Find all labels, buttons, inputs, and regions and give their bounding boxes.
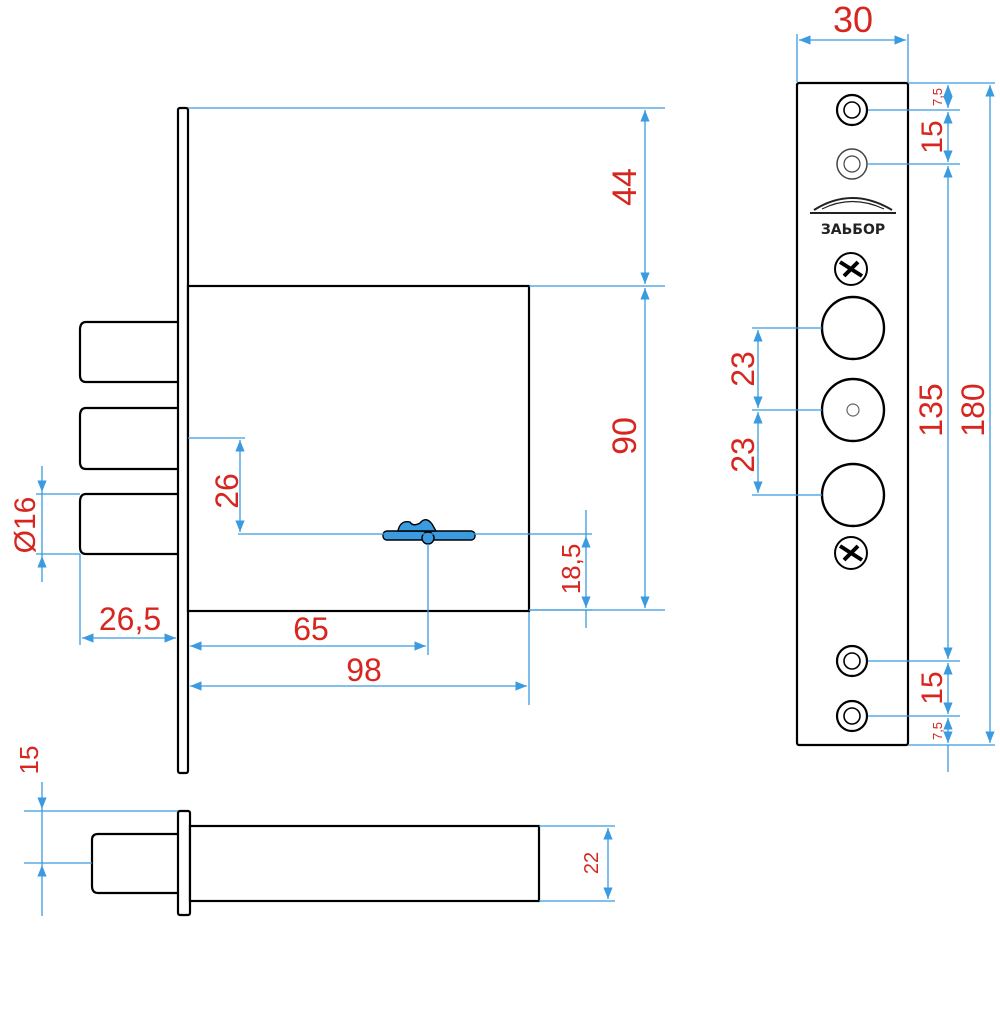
labels: 30 44 90 26 18,5 Ø16 26,5 65 98 15 22 7,… bbox=[9, 0, 991, 874]
label-bolt-span: 135 bbox=[913, 383, 949, 436]
logo-text: ЗАЬБОР bbox=[821, 222, 885, 238]
screw-top bbox=[834, 252, 868, 286]
faceplate-side bbox=[176, 809, 192, 917]
bolt-middle bbox=[78, 406, 178, 471]
label-case-height: 90 bbox=[606, 417, 644, 455]
label-backset: 65 bbox=[293, 611, 329, 647]
label-hole-spacing-bottom: 15 bbox=[916, 671, 949, 704]
label-hole-offset-top: 7,5 bbox=[930, 88, 945, 106]
label-side-thickness: 22 bbox=[581, 852, 603, 874]
label-side-offset: 15 bbox=[14, 746, 44, 775]
label-bolt-projection: 26,5 bbox=[99, 601, 161, 637]
bolt-hole-bottom bbox=[820, 462, 886, 528]
bolt-hole-middle bbox=[820, 377, 886, 443]
side-dimensions bbox=[24, 782, 615, 916]
mount-hole-4 bbox=[835, 699, 869, 733]
label-keyhole-offset: 18,5 bbox=[556, 544, 586, 595]
faceplate-front bbox=[176, 106, 190, 775]
bolt-hole-top bbox=[820, 295, 886, 361]
bolt-bottom bbox=[78, 492, 178, 556]
brand-logo: ЗАЬБОР bbox=[810, 197, 896, 238]
strike-dimensions bbox=[752, 34, 995, 772]
mount-hole-1 bbox=[835, 93, 869, 127]
label-plate-length: 180 bbox=[955, 383, 991, 436]
label-hole-offset-bottom: 7,5 bbox=[930, 722, 945, 740]
label-top-offset: 44 bbox=[606, 168, 644, 206]
label-hole-spacing-top: 15 bbox=[916, 120, 949, 153]
mount-hole-2 bbox=[836, 148, 868, 180]
bolt-top bbox=[78, 320, 178, 384]
lock-case bbox=[186, 284, 531, 613]
side-view bbox=[90, 809, 541, 917]
label-bolt-spacing-1: 23 bbox=[725, 351, 761, 387]
label-case-depth: 98 bbox=[346, 652, 382, 688]
front-dimensions bbox=[36, 107, 665, 705]
keyhole bbox=[382, 519, 476, 545]
label-bolt-spacing-2: 23 bbox=[725, 437, 761, 473]
bolt-side bbox=[90, 832, 178, 895]
front-view bbox=[78, 106, 531, 775]
strike-plate-view: ЗАЬБОР bbox=[795, 81, 910, 747]
label-bolt-diameter: Ø16 bbox=[9, 497, 42, 554]
case-side bbox=[188, 824, 541, 903]
mount-hole-3 bbox=[835, 644, 869, 678]
label-key-offset: 26 bbox=[209, 473, 245, 509]
screw-bottom bbox=[834, 536, 868, 570]
label-plate-width: 30 bbox=[833, 0, 873, 40]
